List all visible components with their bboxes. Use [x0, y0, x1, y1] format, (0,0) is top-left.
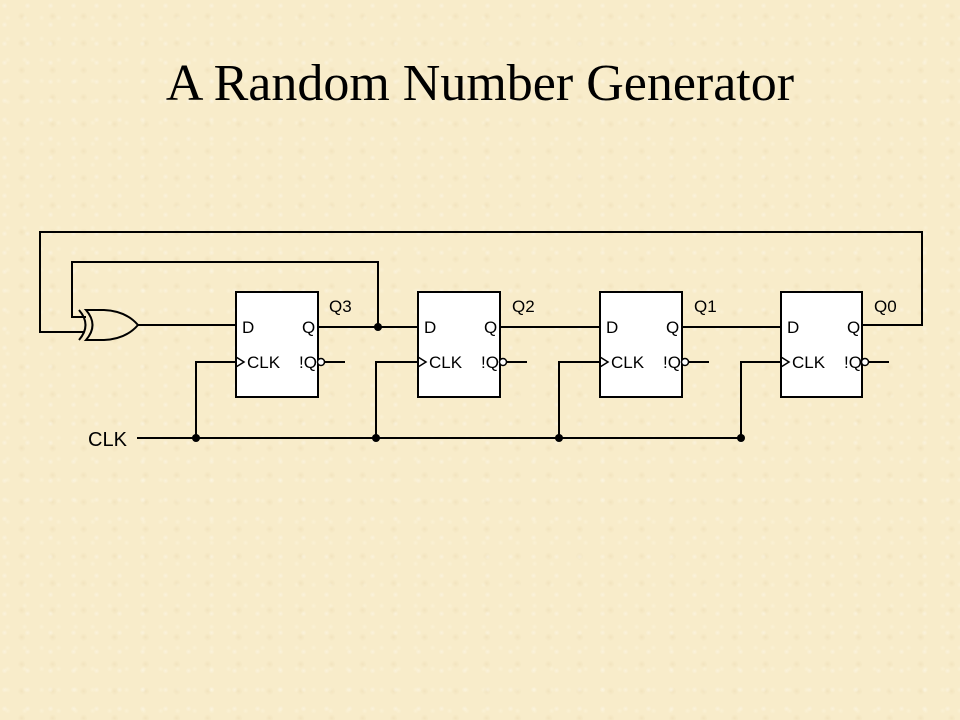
ff-q3-pin-q: Q	[302, 318, 315, 337]
xor-gate	[78, 309, 140, 341]
ff-q2-pin-q: Q	[484, 318, 497, 337]
ff-q2-pin-clk: CLK	[429, 353, 463, 372]
ff-q2-output-label: Q2	[512, 297, 535, 316]
ff-q0-pin-q: Q	[847, 318, 860, 337]
junction-dot-q3	[374, 323, 382, 331]
ff-q3-pin-d: D	[242, 318, 254, 337]
ff-q0-pin-nq: !Q	[844, 353, 862, 372]
ff-q1-pin-clk: CLK	[611, 353, 645, 372]
clock-input-label: CLK	[88, 429, 128, 451]
ff-q3-pin-clk: CLK	[247, 353, 281, 372]
flip-flop-q0: D Q CLK !Q Q0	[780, 291, 897, 398]
feedback-wire-q3	[71, 261, 379, 327]
flip-flop-q1: D Q CLK !Q Q1	[599, 291, 717, 398]
clock-branch-2	[375, 361, 418, 438]
ff-q1-output-label: Q1	[694, 297, 717, 316]
ff-q0-pin-clk: CLK	[792, 353, 826, 372]
clock-branch-4	[740, 361, 781, 438]
flip-flop-q2: D Q CLK !Q Q2	[417, 291, 535, 398]
ff-q2-pin-nq: !Q	[481, 353, 499, 372]
ff-q3-pin-nq: !Q	[299, 353, 317, 372]
ff-q0-output-label: Q0	[874, 297, 897, 316]
junction-dot-clk-2	[372, 434, 380, 442]
ff-q3-output-label: Q3	[329, 297, 352, 316]
junction-dot-clk-1	[192, 434, 200, 442]
clock-branch-1	[195, 361, 236, 438]
clock-branch-3	[558, 361, 600, 438]
ff-q1-pin-d: D	[606, 318, 618, 337]
slide-title: A Random Number Generator	[165, 55, 795, 112]
feedback-wire-q0	[39, 231, 923, 333]
flip-flop-q3: D Q CLK !Q Q3	[235, 291, 352, 398]
ff-q0-pin-d: D	[787, 318, 799, 337]
ff-q1-pin-q: Q	[666, 318, 679, 337]
ff-q1-pin-nq: !Q	[663, 353, 681, 372]
ff-q2-pin-d: D	[424, 318, 436, 337]
junction-dot-clk-4	[737, 434, 745, 442]
junction-dot-clk-3	[555, 434, 563, 442]
